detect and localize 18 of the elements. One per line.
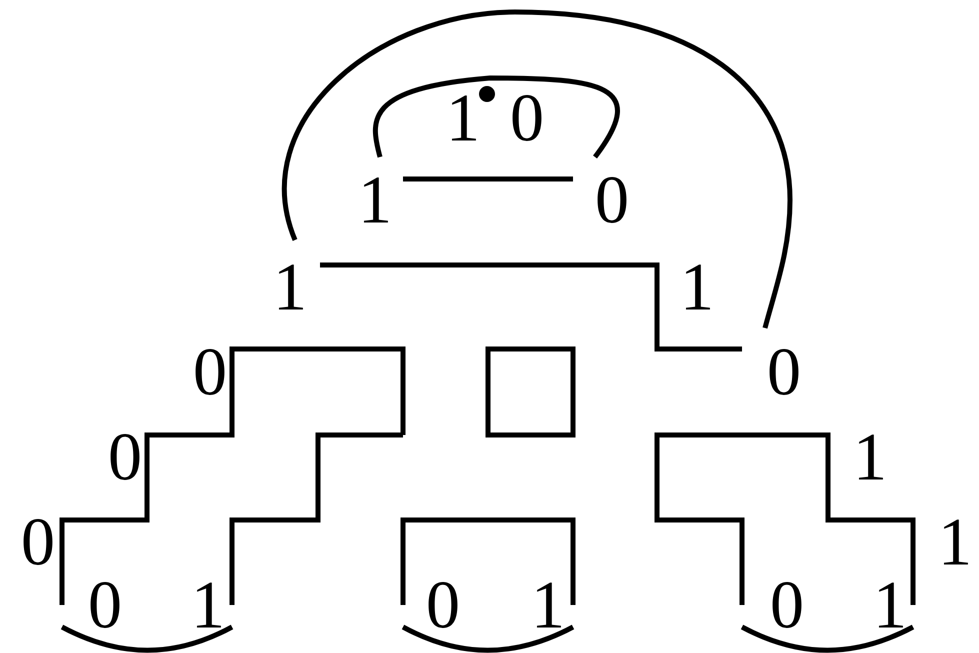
digit-label: 0: [772, 582, 802, 628]
digit-label: 0: [598, 177, 626, 223]
digit-label: 0: [24, 519, 52, 565]
digit-label: 1: [278, 264, 303, 310]
digit-label: 1: [944, 520, 968, 564]
digit-label: 0: [196, 349, 224, 395]
digit-label: 0: [770, 349, 798, 395]
digit-label: 0: [428, 582, 458, 628]
digit-label: 0: [90, 582, 120, 628]
digit-label: 1: [686, 264, 710, 310]
digit-label: 0: [110, 434, 140, 480]
digit-label: 1: [364, 178, 388, 222]
digit-label: 1: [452, 96, 476, 140]
digit-label: 1: [196, 582, 221, 628]
digit-label: 1: [879, 582, 903, 628]
digit-label: 0: [512, 95, 542, 141]
digit-label: 1: [536, 582, 561, 628]
digit-label: 1: [859, 434, 883, 480]
